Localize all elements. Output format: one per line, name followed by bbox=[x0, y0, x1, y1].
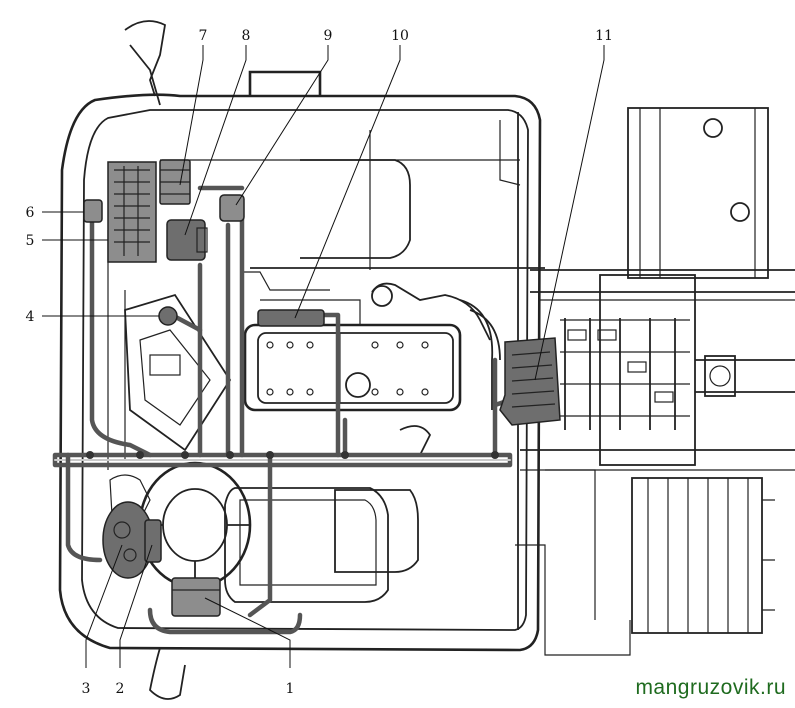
callout-1: 1 bbox=[286, 681, 295, 697]
watermark: mangruzovik.ru bbox=[635, 676, 786, 699]
control-unit-8 bbox=[166, 219, 206, 261]
callout-6: 6 bbox=[26, 205, 35, 221]
chassis-outline bbox=[520, 107, 795, 634]
callout-2: 2 bbox=[116, 681, 125, 697]
leader-lines bbox=[42, 45, 605, 668]
callout-11: 11 bbox=[595, 28, 613, 44]
callout-8: 8 bbox=[242, 28, 251, 44]
switch-4 bbox=[158, 306, 178, 326]
central-control-unit-1 bbox=[171, 577, 221, 617]
fuse-relay-box bbox=[107, 161, 157, 263]
callout-7: 7 bbox=[199, 28, 208, 44]
engine-control-unit-10 bbox=[257, 309, 325, 327]
callout-9: 9 bbox=[324, 28, 333, 44]
callout-labels: 7 8 9 10 11 6 5 4 3 2 1 bbox=[26, 28, 613, 697]
callout-3: 3 bbox=[82, 681, 91, 697]
wiring-harness bbox=[52, 185, 513, 635]
callout-5: 5 bbox=[26, 233, 35, 249]
callout-10: 10 bbox=[391, 28, 409, 44]
transmission-ecu-11 bbox=[499, 337, 561, 426]
control-module-6 bbox=[83, 199, 103, 223]
column-switch-2 bbox=[144, 519, 162, 563]
components bbox=[83, 159, 561, 617]
engine-block bbox=[240, 271, 501, 456]
callout-4: 4 bbox=[26, 309, 35, 325]
